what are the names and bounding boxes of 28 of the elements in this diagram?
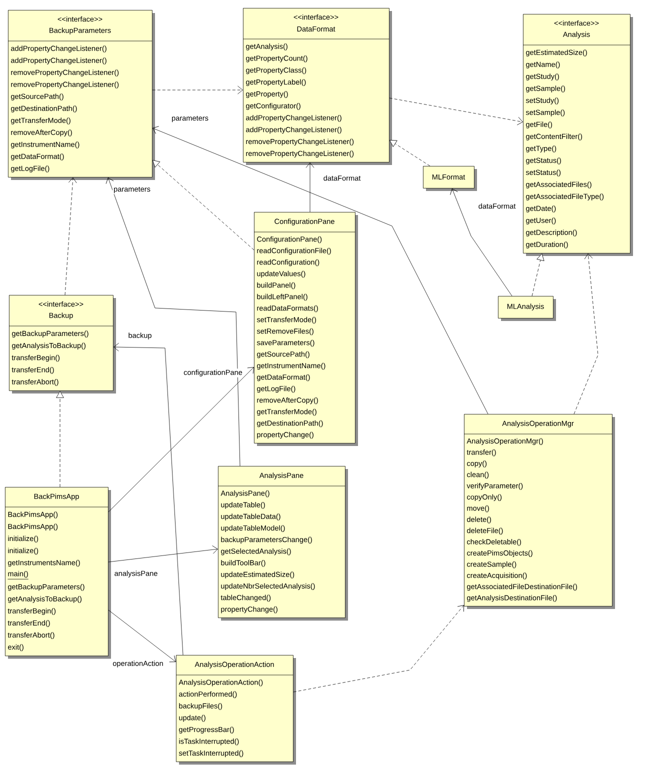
dependency-arrow [389,98,523,126]
dependency-arrow [152,160,254,250]
association-arrow [152,126,488,414]
class-box [4,487,111,659]
dependency-arrow [56,391,64,488]
class-box [423,166,477,191]
class-box [218,466,348,621]
association-arrow [108,545,218,562]
class-box [242,8,392,165]
dependency-arrow [152,86,243,94]
dependency-arrow [532,254,544,296]
class-box [176,655,296,765]
class-box [8,295,116,394]
association-arrow [114,342,184,656]
class-box [498,296,556,321]
dependency-arrow [574,254,598,414]
association-arrow [106,178,240,466]
dependency-arrow [64,178,77,296]
association-arrow [450,188,512,296]
class-box [8,10,155,180]
association-arrow [306,162,314,212]
class-box [464,414,615,609]
class-box [522,14,633,256]
class-box [254,212,358,446]
dependency-arrow [390,140,430,166]
association-arrow [108,610,176,662]
association-arrow [108,367,254,512]
dependency-arrow [293,605,464,692]
